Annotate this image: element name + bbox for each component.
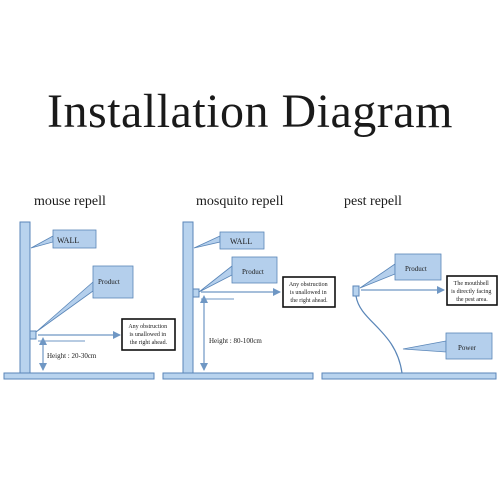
notice-box [282,276,336,308]
product-callout-pointer [198,265,233,293]
notice-box [446,275,498,306]
repeller-device [352,285,360,297]
notice-text: Any obstruction is unallowed in the righ… [128,324,168,346]
wall-callout-pointer [193,235,221,249]
panel-mosquito-repell: WALL Product Any obstruction is unallowe… [162,221,336,380]
notice-text: The mouthbell is directly facing the pes… [451,281,493,303]
product-callout-label: Product [242,268,264,276]
notice-line: Any obstruction [128,324,167,330]
repeller-device [29,330,37,340]
notice-line: Any obstruction [289,282,328,288]
height-label: Height : 80-100cm [209,337,262,345]
wall-post [19,221,31,374]
product-callout-pointer [35,281,94,333]
power-cable [355,295,403,374]
notice-line: the right ahead. [290,298,328,304]
panel-pest-repell: Product The mouthbell is directly facing… [321,253,498,380]
product-callout [231,256,278,284]
floor-base [162,372,314,380]
page-title: Installation Diagram [47,85,453,138]
notice-line: the right ahead. [130,340,168,346]
power-callout [445,332,493,360]
wall-callout-label: WALL [230,237,252,246]
panel-mouse-repell: WALL Product Any obstruction is unallowe… [3,221,176,380]
notice-line: is directly facing [451,288,491,295]
power-callout-label: Power [458,344,477,352]
notice-line: is unallowed in [290,290,327,296]
notice-line: is unallowed in [129,332,166,338]
product-callout-label: Product [98,278,120,286]
product-callout-pointer [359,263,396,289]
floor-base [3,372,155,380]
product-callout-label: Product [405,265,427,273]
notice-box [121,318,176,351]
panel-heading-pest: pest repell [344,194,402,209]
product-callout [394,253,442,281]
wall-callout-pointer [30,235,54,249]
floor-base [321,372,497,380]
notice-line: The mouthbell [454,281,489,287]
height-label: Height : 20-30cm [47,352,97,360]
wall-post [182,221,194,374]
notice-line: the pest area. [456,297,488,303]
power-callout-pointer [402,340,447,353]
repeller-device [192,288,200,298]
wall-callout [52,229,97,249]
product-callout [92,265,134,299]
wall-callout-label: WALL [57,236,79,245]
wall-callout [219,231,265,250]
panel-heading-mosquito: mosquito repell [196,194,284,209]
panel-heading-mouse: mouse repell [34,194,106,209]
notice-text: Any obstruction is unallowed in the righ… [289,282,329,304]
